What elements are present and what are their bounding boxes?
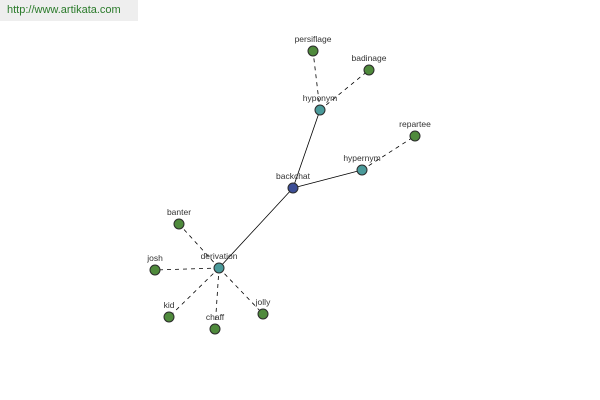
nodes-layer xyxy=(149,45,421,335)
node-label-josh: josh xyxy=(146,253,163,263)
node-label-chaff: chaff xyxy=(206,312,225,322)
node-label-derivation: derivation xyxy=(201,251,238,261)
node-hypernym[interactable] xyxy=(356,164,368,176)
node-label-kid: kid xyxy=(164,300,175,310)
edge-derivation-jolly xyxy=(218,267,264,315)
site-url-link[interactable]: http://www.artikata.com xyxy=(0,0,138,21)
node-derivation[interactable] xyxy=(213,262,225,274)
node-chaff[interactable] xyxy=(209,323,221,335)
edges-layer xyxy=(154,50,416,330)
node-josh[interactable] xyxy=(149,264,161,276)
node-label-persiflage: persiflage xyxy=(295,34,332,44)
node-repartee[interactable] xyxy=(409,130,421,142)
node-kid[interactable] xyxy=(163,311,175,323)
labels-layer: backchat hyponym hypernym derivation persifl… xyxy=(146,34,431,322)
node-hyponym[interactable] xyxy=(314,104,326,116)
node-label-hypernym: hypernym xyxy=(343,153,380,163)
node-label-repartee: repartee xyxy=(399,119,431,129)
edge-derivation-josh xyxy=(154,267,220,271)
node-jolly[interactable] xyxy=(257,308,269,320)
node-badinage[interactable] xyxy=(363,64,375,76)
node-label-banter: banter xyxy=(167,207,191,217)
edge-backchat-hyponym xyxy=(292,109,321,189)
edge-derivation-banter xyxy=(178,223,220,269)
node-label-backchat: backchat xyxy=(276,171,311,181)
node-label-jolly: jolly xyxy=(255,297,271,307)
edge-derivation-chaff xyxy=(214,267,220,330)
edge-hyponym-persiflage xyxy=(312,50,321,111)
edge-backchat-hypernym xyxy=(292,169,363,189)
node-backchat[interactable] xyxy=(287,182,299,194)
edge-backchat-derivation xyxy=(218,187,294,269)
node-persiflage[interactable] xyxy=(307,45,319,57)
node-banter[interactable] xyxy=(173,218,185,230)
node-label-hyponym: hyponym xyxy=(303,93,338,103)
edge-hyponym-badinage xyxy=(319,69,370,111)
edge-hypernym-repartee xyxy=(361,135,416,171)
edge-derivation-kid xyxy=(168,267,220,318)
node-label-badinage: badinage xyxy=(352,53,387,63)
